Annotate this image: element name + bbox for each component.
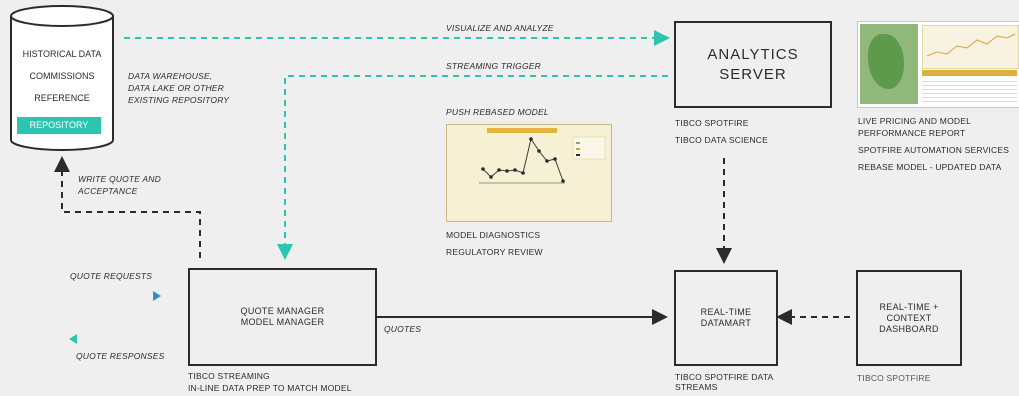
model-chart-thumbnail bbox=[446, 124, 612, 222]
report-captions: LIVE PRICING AND MODEL PERFORMANCE REPOR… bbox=[858, 115, 1009, 173]
datamart-box: REAL-TIME DATAMART bbox=[674, 270, 778, 366]
dashboard-line: CONTEXT bbox=[886, 312, 932, 323]
write-quote-line: ACCEPTANCE bbox=[78, 186, 138, 196]
report-thumbnail bbox=[857, 21, 1019, 108]
dashboard-line: REAL-TIME + bbox=[879, 301, 939, 312]
warehouse-caption-line: EXISTING REPOSITORY bbox=[128, 95, 230, 105]
flow-write-quote-line bbox=[54, 156, 201, 258]
analytics-caption: TIBCO DATA SCIENCE bbox=[675, 135, 769, 145]
datamart-caption: TIBCO SPOTFIRE DATA bbox=[675, 372, 774, 382]
report-caption: SPOTFIRE AUTOMATION SERVICES bbox=[858, 145, 1010, 155]
analytics-title-line: ANALYTICS bbox=[707, 45, 799, 63]
flow-visualize-label: VISUALIZE AND ANALYZE bbox=[446, 23, 554, 33]
flow-requests-head bbox=[153, 291, 161, 301]
quote-manager-line: QUOTE MANAGER bbox=[240, 306, 325, 316]
report-table bbox=[922, 78, 1017, 104]
report-caption: REBASE MODEL - UPDATED DATA bbox=[858, 162, 1002, 172]
model-chart-caption: REGULATORY REVIEW bbox=[446, 247, 543, 257]
write-quote-line: WRITE QUOTE AND bbox=[78, 174, 161, 184]
repository-badge: REPOSITORY bbox=[17, 117, 101, 134]
warehouse-item: COMMISSIONS bbox=[29, 71, 95, 81]
datamart-line: REAL-TIME bbox=[700, 307, 752, 317]
dashboard-box: REAL-TIME + CONTEXT DASHBOARD bbox=[856, 270, 962, 366]
quotes-label: QUOTES bbox=[384, 324, 422, 334]
quote-manager-caption: TIBCO STREAMING bbox=[188, 371, 270, 381]
model-chart-svg bbox=[479, 136, 606, 184]
report-chart-svg bbox=[926, 33, 1016, 57]
quote-manager-line: MODEL MANAGER bbox=[240, 317, 325, 327]
map-panel bbox=[860, 24, 918, 104]
warehouse-caption-line: DATA WAREHOUSE, bbox=[128, 71, 213, 81]
report-caption: LIVE PRICING AND MODEL bbox=[858, 116, 972, 126]
push-model-label: PUSH REBASED MODEL bbox=[446, 107, 549, 117]
warehouse-item: HISTORICAL DATA bbox=[22, 49, 102, 59]
quote-manager-caption: IN-LINE DATA PREP TO MATCH MODEL bbox=[188, 383, 352, 393]
warehouse-cylinder bbox=[10, 5, 114, 151]
quote-manager-box: QUOTE MANAGER MODEL MANAGER bbox=[188, 268, 377, 366]
dashboard-line: DASHBOARD bbox=[879, 323, 939, 334]
analytics-title-line: SERVER bbox=[719, 65, 787, 83]
report-caption: PERFORMANCE REPORT bbox=[858, 128, 966, 138]
map-shape bbox=[868, 34, 904, 89]
report-chart-panel bbox=[922, 25, 1019, 69]
datamart-line: DATAMART bbox=[700, 318, 752, 328]
quote-requests-label: QUOTE REQUESTS bbox=[70, 271, 153, 281]
quote-manager-captions: TIBCO STREAMING IN-LINE DATA PREP TO MAT… bbox=[188, 370, 352, 394]
flow-trigger-label: STREAMING TRIGGER bbox=[446, 61, 542, 71]
analytics-captions: TIBCO SPOTFIRE TIBCO DATA SCIENCE bbox=[675, 117, 768, 146]
warehouse-caption-line: DATA LAKE OR OTHER bbox=[128, 83, 225, 93]
flow-responses-head bbox=[69, 334, 77, 344]
write-quote-label: WRITE QUOTE AND ACCEPTANCE bbox=[78, 173, 161, 197]
dashboard-caption: TIBCO SPOTFIRE bbox=[857, 373, 931, 383]
warehouse-item: REFERENCE bbox=[34, 93, 90, 103]
analytics-caption: TIBCO SPOTFIRE bbox=[675, 118, 749, 128]
model-chart-title-bar bbox=[487, 128, 557, 133]
warehouse-items: HISTORICAL DATA COMMISSIONS REFERENCE bbox=[9, 48, 115, 104]
datamart-captions: TIBCO SPOTFIRE DATA STREAMS bbox=[675, 372, 773, 392]
report-header-bar bbox=[922, 70, 1017, 76]
model-chart-captions: MODEL DIAGNOSTICS REGULATORY REVIEW bbox=[446, 229, 543, 258]
quote-responses-label: QUOTE RESPONSES bbox=[76, 351, 165, 361]
datamart-caption: STREAMS bbox=[675, 382, 718, 392]
warehouse-caption: DATA WAREHOUSE, DATA LAKE OR OTHER EXIST… bbox=[128, 70, 258, 106]
analytics-server-box: ANALYTICS SERVER bbox=[674, 21, 832, 108]
model-chart-caption: MODEL DIAGNOSTICS bbox=[446, 230, 541, 240]
